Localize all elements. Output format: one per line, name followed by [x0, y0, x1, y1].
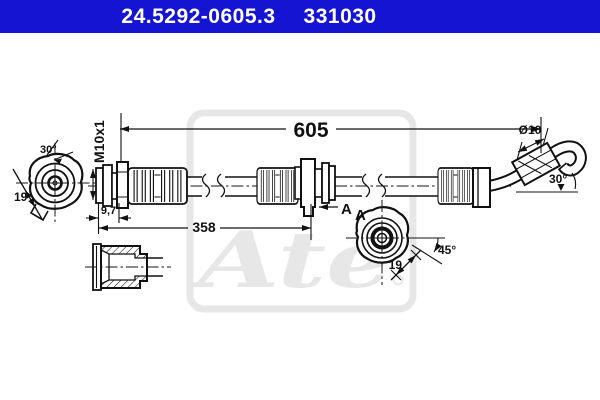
section-marker: A A	[319, 201, 366, 224]
dimension-overall-length: 605	[120, 113, 542, 163]
header-titles: 24.5292-0605.3 331030	[121, 5, 376, 29]
angle-arrow-icon	[54, 158, 62, 164]
centerlines	[16, 143, 421, 285]
left-fitting-collar	[116, 161, 129, 209]
right-collar	[472, 167, 491, 208]
right-end-assembly	[472, 140, 587, 208]
pipe-tip-edge	[558, 162, 568, 170]
angle-30-right: 30°	[516, 172, 578, 193]
angle-arrow-icon	[557, 184, 565, 191]
left-fitting-facets	[117, 171, 128, 198]
reference-number: 331030	[303, 4, 377, 28]
dimension-19-section: 19	[389, 249, 422, 281]
dimension-mount-length: 358	[97, 203, 312, 240]
socket-outline	[100, 245, 148, 289]
technical-drawing: Ate	[12, 109, 587, 313]
section-arrow-label: A	[341, 201, 352, 218]
dimension-fitting-length: 9,7	[86, 203, 131, 223]
hose-fill	[128, 177, 476, 196]
watermark-registered-icon	[392, 274, 404, 286]
center-cross-icon	[50, 178, 388, 244]
middle-mount-fitting	[294, 158, 336, 217]
watermark-frame	[186, 109, 417, 313]
crimp-sleeve-middle	[256, 167, 299, 205]
dimension-pipe-diameter: Ø10	[516, 123, 549, 161]
header-bar: 24.5292-0605.3 331030	[0, 0, 600, 33]
left-fitting-thread	[102, 164, 113, 207]
hose-break-icon	[201, 173, 387, 198]
angle-30-right-label: 30°	[549, 172, 567, 186]
dimension-19-left: 19	[12, 168, 43, 220]
left-fitting	[95, 161, 129, 209]
angle-45-section: 45°	[411, 237, 456, 265]
thread-annotation: M10x1	[90, 120, 107, 200]
mount-groove	[314, 168, 323, 198]
mount-ring-3	[328, 165, 336, 201]
section-view-label: A	[355, 207, 366, 224]
left-fitting-washer	[95, 167, 104, 204]
dim-dia10-label: Ø10	[519, 123, 542, 137]
socket-bore	[147, 257, 163, 277]
angle-30-left: 30°	[40, 139, 74, 164]
mount-flange	[300, 158, 316, 217]
crimp-sleeve-left	[127, 167, 188, 205]
part-number: 24.5292-0605.3	[121, 4, 276, 28]
dimensions: 605 358 9,7 M10x1	[12, 113, 578, 281]
dim-358-label: 358	[192, 219, 216, 235]
crimp-sleeve-right	[437, 167, 474, 205]
mount-ring-2	[321, 162, 330, 204]
pipe-crimp-sleeve	[510, 141, 562, 187]
angle-30-left-label: 30°	[40, 144, 57, 156]
thread-label: M10x1	[91, 120, 107, 163]
angle-45-label: 45°	[438, 243, 456, 257]
dim-9-7-label: 9,7	[101, 205, 116, 217]
dim-19-section-label: 19	[389, 258, 403, 272]
dim-19-left-label: 19	[14, 190, 28, 204]
dim-605-label: 605	[293, 119, 328, 142]
